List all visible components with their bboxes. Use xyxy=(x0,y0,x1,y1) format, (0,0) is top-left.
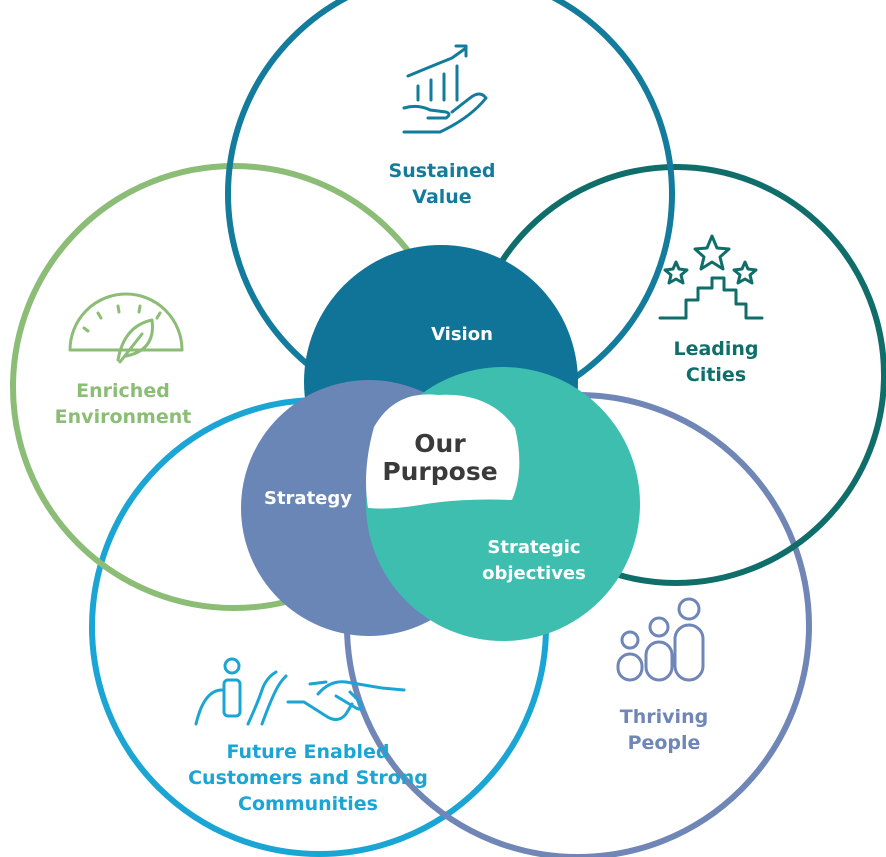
strategy-label: Strategy xyxy=(264,488,352,509)
purpose-label-line2: Purpose xyxy=(382,457,497,486)
gauge-leaf-icon xyxy=(68,292,184,364)
vision-label: Vision xyxy=(431,324,493,345)
future-enabled-line3: Communities xyxy=(238,793,378,815)
future-enabled-line1: Future Enabled xyxy=(227,741,390,763)
stars-over-buildings-icon xyxy=(658,234,764,320)
future-enabled-line2: Customers and Strong xyxy=(188,767,428,789)
enriched-environment-line1: Enriched xyxy=(76,380,170,402)
leading-cities-line2: Cities xyxy=(686,364,746,386)
purpose-label-line1: Our xyxy=(414,429,466,458)
hand-growth-chart-icon xyxy=(402,44,488,134)
person-path-handshake-icon xyxy=(194,657,406,726)
leading-cities-line1: Leading xyxy=(673,338,758,360)
thriving-people-line2: People xyxy=(628,732,701,754)
enriched-environment-ring-lower xyxy=(16,440,452,611)
people-group-icon xyxy=(616,597,705,682)
objectives-label-line2: objectives xyxy=(482,563,586,584)
objectives-label-line1: Strategic xyxy=(487,537,580,558)
purpose-center xyxy=(366,394,520,509)
enriched-environment-line2: Environment xyxy=(55,406,192,428)
sustained-value-line1: Sustained xyxy=(389,160,496,182)
sustained-value-line2: Value xyxy=(412,186,471,208)
thriving-people-line1: Thriving xyxy=(620,706,708,728)
